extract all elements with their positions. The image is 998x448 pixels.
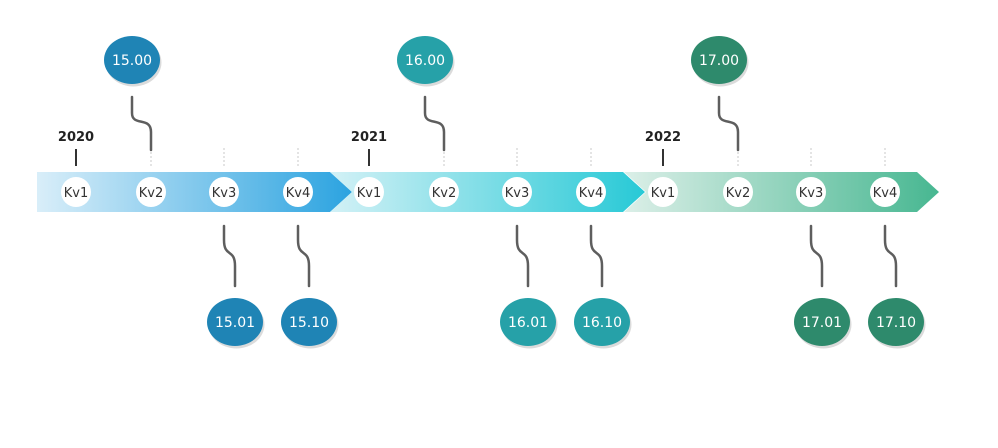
quarter-label: Kv2 (139, 186, 164, 201)
quarter-marker (283, 177, 313, 207)
release-bubble (691, 36, 747, 84)
release-bubble (868, 298, 924, 346)
release-connector (515, 224, 530, 288)
release-connector (717, 95, 740, 152)
quarter-label: Kv3 (212, 186, 237, 201)
quarter-label: Kv4 (873, 186, 898, 201)
release-connector (809, 224, 824, 288)
release-connector (423, 95, 446, 152)
release-version-label: 17.00 (699, 53, 739, 69)
release-version-label: 16.10 (582, 315, 622, 331)
year-label: 2021 (351, 130, 387, 145)
quarter-marker (429, 177, 459, 207)
quarter-marker (61, 177, 91, 207)
release-version-label: 15.01 (215, 315, 255, 331)
quarter-marker (648, 177, 678, 207)
quarter-label: Kv4 (286, 186, 311, 201)
quarter-label: Kv2 (726, 186, 751, 201)
quarter-marker (576, 177, 606, 207)
quarter-label: Kv1 (651, 186, 676, 201)
release-bubble (281, 298, 337, 346)
quarter-marker (723, 177, 753, 207)
release-connector (589, 224, 604, 288)
timeline-arrows (37, 172, 939, 212)
release-version-label: 16.01 (508, 315, 548, 331)
release-bubble (397, 36, 453, 84)
release-bubbles: 15.00 15.01 15.10 16.00 16.01 16.10 17.00 17.01… (104, 36, 926, 349)
release-connector (296, 224, 311, 288)
year-label: 2022 (645, 130, 681, 145)
quarter-marker (209, 177, 239, 207)
release-bubble (500, 298, 556, 346)
release-connector (222, 224, 237, 288)
release-bubble (104, 36, 160, 84)
quarter-marker (502, 177, 532, 207)
release-version-label: 16.00 (405, 53, 445, 69)
quarter-marker (796, 177, 826, 207)
release-bubble (794, 298, 850, 346)
quarter-label: Kv2 (432, 186, 457, 201)
timeline-arrow-2020 (37, 172, 352, 212)
release-version-label: 17.01 (802, 315, 842, 331)
quarter-marker (354, 177, 384, 207)
release-connector (883, 224, 898, 288)
quarter-ticks (150, 148, 886, 167)
release-version-label: 17.10 (876, 315, 916, 331)
quarter-label: Kv3 (799, 186, 824, 201)
release-bubble (207, 298, 263, 346)
year-markers: 2020 2021 2022 (58, 130, 681, 166)
quarter-label: Kv1 (64, 186, 89, 201)
release-version-label: 15.00 (112, 53, 152, 69)
timeline-arrow-2022 (624, 172, 939, 212)
quarter-marker (136, 177, 166, 207)
release-version-label: 15.10 (289, 315, 329, 331)
timeline-arrow-2021 (330, 172, 645, 212)
quarter-label: Kv4 (579, 186, 604, 201)
quarter-label: Kv1 (357, 186, 382, 201)
year-label: 2020 (58, 130, 94, 145)
release-connectors (130, 95, 898, 288)
quarter-marker (870, 177, 900, 207)
quarter-markers: Kv1 Kv2 Kv3 Kv4 Kv1 Kv2 Kv3 Kv4 Kv1 Kv2 Kv3 Kv4 (61, 177, 900, 207)
release-connector (130, 95, 153, 152)
release-bubble (574, 298, 630, 346)
quarter-label: Kv3 (505, 186, 530, 201)
